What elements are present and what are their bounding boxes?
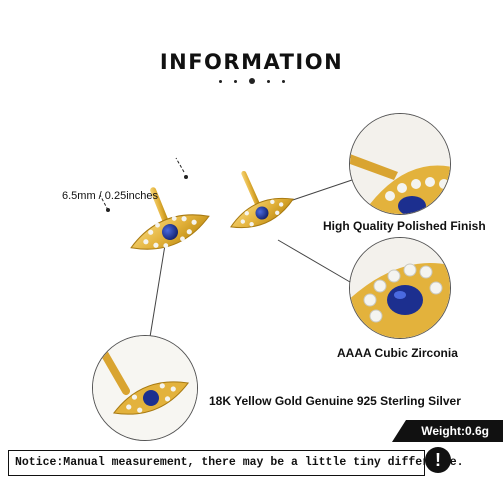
title-divider-dots — [0, 78, 503, 84]
earring-front — [130, 187, 210, 250]
warning-icon: ! — [425, 447, 451, 473]
earring-back — [230, 170, 294, 229]
notice-box: Notice:Manual measurement, there may be … — [8, 450, 464, 476]
detail-circle-material — [92, 335, 198, 441]
finish-label: High Quality Polished Finish — [323, 219, 486, 233]
page-title: INFORMATION — [159, 50, 344, 74]
finish-closeup-image — [350, 114, 450, 214]
material-label: 18K Yellow Gold Genuine 925 Sterling Sil… — [209, 394, 461, 408]
weight-badge: Weight:0.6g — [392, 420, 503, 442]
stone-label: AAAA Cubic Zirconia — [337, 346, 458, 360]
stone-closeup-image — [350, 238, 450, 338]
dimension-label: 6.5mm / 0.25inches — [62, 190, 158, 202]
material-closeup-image — [93, 336, 197, 440]
detail-circle-finish — [349, 113, 451, 215]
detail-circle-stone — [349, 237, 451, 339]
